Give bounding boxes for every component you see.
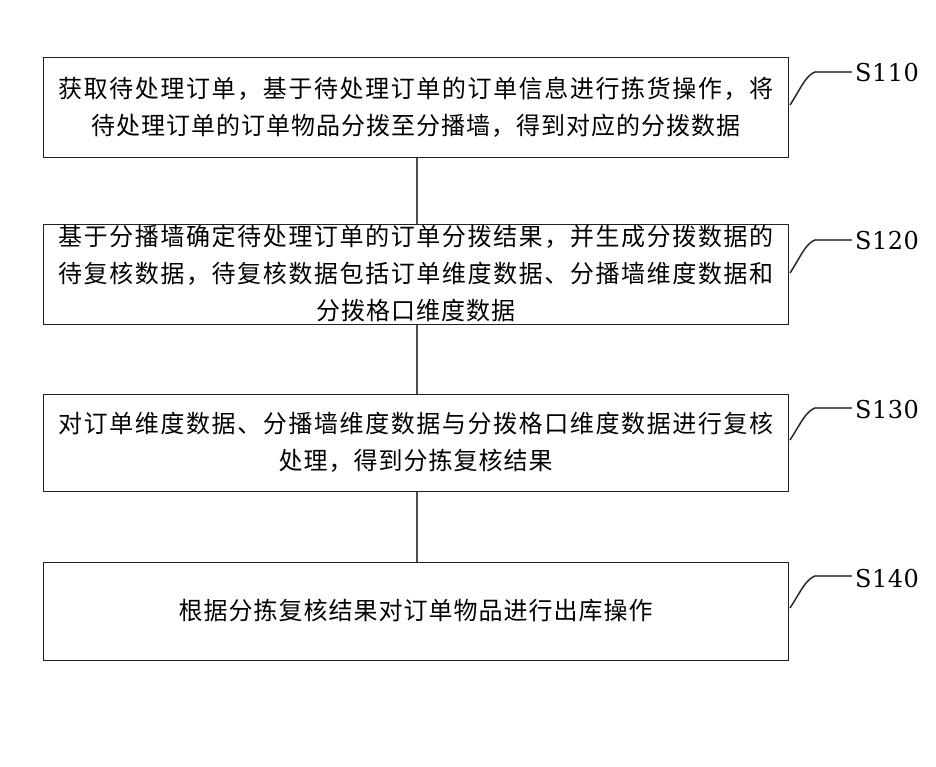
step-text-s120: 基于分播墙确定待处理订单的订单分拨结果，并生成分拨数据的待复核数据，待复核数据包… <box>58 219 774 330</box>
step-label-s110: S110 <box>855 59 919 87</box>
leader-line-s120 <box>790 240 852 273</box>
step-box-s140: 根据分拣复核结果对订单物品进行出库操作 <box>43 562 789 661</box>
step-label-s120: S120 <box>855 227 919 255</box>
leader-line-s130 <box>790 408 852 440</box>
step-box-s120: 基于分播墙确定待处理订单的订单分拨结果，并生成分拨数据的待复核数据，待复核数据包… <box>43 224 789 325</box>
step-text-s140: 根据分拣复核结果对订单物品进行出库操作 <box>58 593 774 630</box>
step-text-s110: 获取待处理订单，基于待处理订单的订单信息进行拣货操作，将待处理订单的订单物品分拨… <box>58 71 774 145</box>
step-box-s110: 获取待处理订单，基于待处理订单的订单信息进行拣货操作，将待处理订单的订单物品分拨… <box>43 57 789 158</box>
step-text-s130: 对订单维度数据、分播墙维度数据与分拨格口维度数据进行复核处理，得到分拣复核结果 <box>58 406 774 480</box>
leader-line-s110 <box>790 72 852 105</box>
leader-line-s140 <box>790 576 852 608</box>
step-box-s130: 对订单维度数据、分播墙维度数据与分拨格口维度数据进行复核处理，得到分拣复核结果 <box>43 394 789 492</box>
step-label-s140: S140 <box>855 565 919 593</box>
step-label-s130: S130 <box>855 396 919 424</box>
